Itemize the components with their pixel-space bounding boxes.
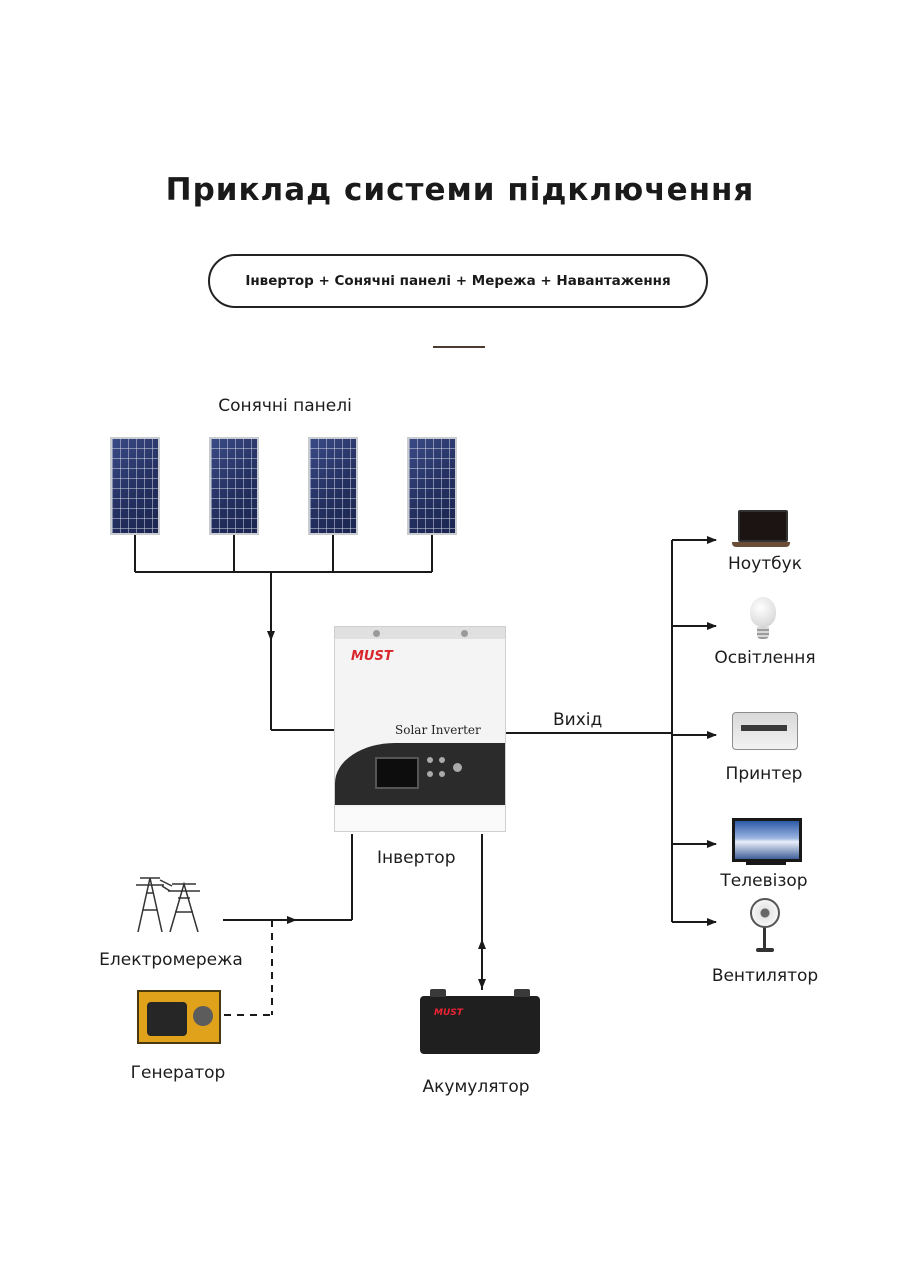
inverter-control-panel	[335, 743, 505, 805]
subtitle-pill: Інвертор + Сонячні панелі + Мережа + Нав…	[208, 254, 708, 308]
inverter-brand: MUST	[351, 649, 393, 664]
knob-icon	[453, 763, 462, 772]
solar-panels-label: Сонячні панелі	[218, 396, 352, 416]
battery-label: Акумулятор	[422, 1077, 530, 1097]
load-label-tv: Телевізор	[720, 871, 808, 891]
load-label-light: Освітлення	[714, 648, 816, 668]
indicator-icon	[427, 757, 433, 763]
indicator-icon	[439, 771, 445, 777]
load-label-fan: Вентилятор	[711, 966, 819, 986]
solar-panel-icon	[308, 437, 358, 535]
indicator-icon	[427, 771, 433, 777]
inverter-label: Інвертор	[377, 848, 456, 868]
battery-brand: MUST	[434, 1008, 463, 1018]
solar-panel-icon	[407, 437, 457, 535]
solar-panel-icon	[110, 437, 160, 535]
mount-hole-icon	[461, 630, 468, 637]
fan-icon	[750, 898, 780, 952]
output-label: Вихід	[553, 710, 603, 730]
load-label-printer: Принтер	[725, 764, 803, 784]
inverter-top	[335, 627, 505, 639]
inverter-model: Solar Inverter	[395, 723, 481, 737]
divider	[433, 346, 485, 348]
inverter-device: MUST Solar Inverter	[334, 626, 506, 832]
tv-icon	[732, 818, 802, 865]
lcd-screen	[375, 757, 419, 789]
laptop-icon	[732, 510, 790, 547]
page-title: Приклад системи підключення	[165, 172, 755, 208]
mount-hole-icon	[373, 630, 380, 637]
indicator-icon	[439, 757, 445, 763]
inverter-bottom	[335, 807, 505, 831]
solar-panel-icon	[209, 437, 259, 535]
generator-icon	[137, 990, 221, 1044]
light-bulb-icon	[750, 597, 776, 639]
grid-label: Електромережа	[99, 950, 243, 970]
generator-label: Генератор	[130, 1063, 226, 1083]
battery-icon: MUST	[420, 989, 540, 1054]
subtitle-text: Інвертор + Сонячні панелі + Мережа + Нав…	[245, 273, 671, 289]
load-label-laptop: Ноутбук	[728, 554, 802, 574]
printer-icon	[732, 712, 798, 750]
power-pylon-icon	[136, 877, 200, 933]
